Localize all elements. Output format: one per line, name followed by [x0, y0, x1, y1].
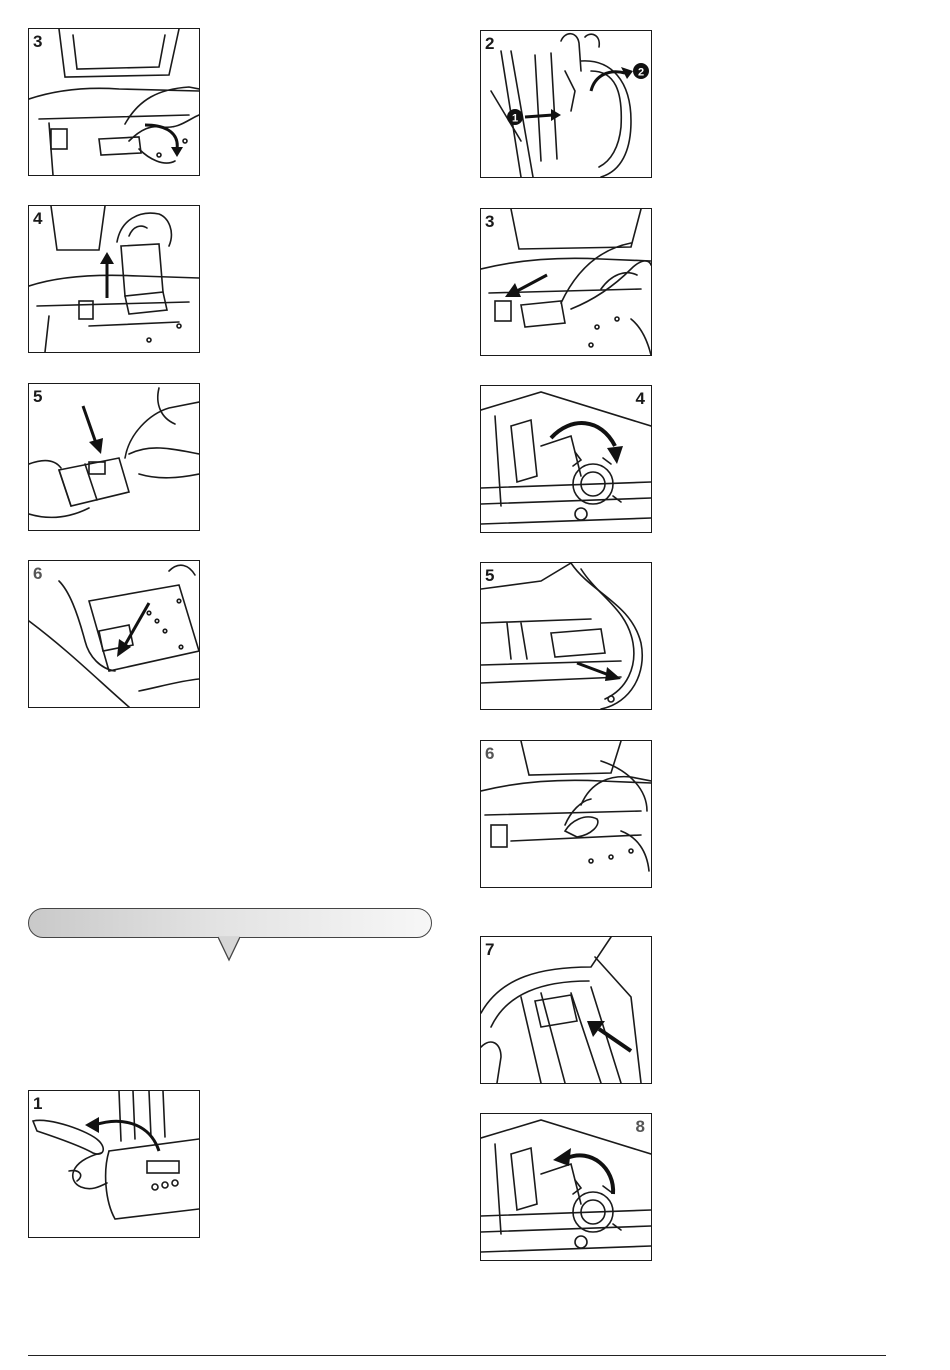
step-number: 2: [485, 35, 494, 52]
illustration-panel: 5: [480, 562, 652, 710]
step-number: 3: [33, 33, 42, 50]
rotate-gear-illustration: [481, 386, 651, 532]
unlock-cartridge-illustration: [29, 29, 199, 175]
step-number: 5: [33, 388, 42, 405]
illustration-panel: 5: [28, 383, 200, 531]
illustration-panel: 7: [480, 936, 652, 1084]
curved-arrow-icon: [95, 1121, 159, 1151]
wipe-inside-illustration: [481, 741, 651, 887]
illustration-panel: 6: [28, 560, 200, 708]
step-number: 6: [485, 745, 494, 762]
press-lever-illustration: [481, 937, 651, 1083]
left-arrow-icon: [517, 275, 547, 291]
open-cover-illustration: 1 2: [481, 31, 651, 177]
lift-handset-illustration: [29, 1091, 199, 1237]
step-number: 6: [33, 565, 42, 582]
insert-cartridge-illustration: [29, 561, 199, 707]
down-arrow-icon: [83, 406, 97, 446]
section-header-bar: [28, 908, 432, 938]
step-number: 4: [33, 210, 42, 227]
step-number: 3: [485, 213, 494, 230]
illustration-panel: 6: [480, 740, 652, 888]
illustration-panel: 4: [480, 385, 652, 533]
down-left-arrow-icon: [125, 603, 149, 645]
illustration-panel: 8: [480, 1113, 652, 1261]
step-number: 5: [485, 567, 494, 584]
illustration-panel: 3: [28, 28, 200, 176]
slide-carriage-illustration: [481, 209, 651, 355]
step-number: 4: [636, 390, 645, 407]
illustration-panel: 1 2 2: [480, 30, 652, 178]
curved-arrow-icon: [551, 423, 615, 446]
illustration-panel: 3: [480, 208, 652, 356]
illustration-panel: 1: [28, 1090, 200, 1238]
right-arrow-icon: [577, 663, 609, 675]
footer-rule: [28, 1355, 886, 1356]
illustration-panel: 4: [28, 205, 200, 353]
up-left-arrow-icon: [599, 1029, 631, 1051]
callout-badge-label: 2: [638, 67, 644, 79]
pull-roller-illustration: [481, 563, 651, 709]
step-number: 7: [485, 941, 494, 958]
lift-cartridge-illustration: [29, 206, 199, 352]
clean-contacts-illustration: [29, 384, 199, 530]
step-number: 1: [33, 1095, 42, 1112]
step-number: 8: [636, 1118, 645, 1135]
callout-badge-label: 1: [512, 113, 518, 125]
curved-arrow-icon: [145, 125, 177, 149]
rotate-gear-back-illustration: [481, 1114, 651, 1260]
callout-pointer-icon: [218, 936, 240, 962]
